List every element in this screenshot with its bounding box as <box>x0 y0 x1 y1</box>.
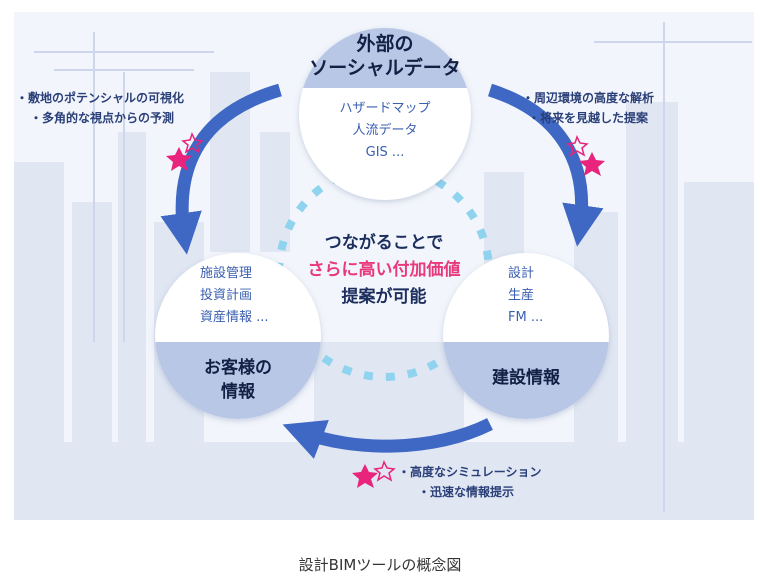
note-line: ・敷地のポテンシャルの可視化 <box>16 91 185 105</box>
construction-info-item: 設計 <box>508 266 535 281</box>
customer-info-item: 資産情報 ... <box>200 310 269 325</box>
construction-info-item: 生産 <box>508 288 535 303</box>
center-message: つながることで さらに高い付加価値 提案が可能 <box>284 230 484 311</box>
sparkle-star-icon-bottom <box>352 460 396 488</box>
customer-info-title-line2: 情報 <box>221 382 255 402</box>
construction-info-title: 建設情報 <box>454 366 598 390</box>
note-line: ・迅速な情報提示 <box>418 485 515 499</box>
note-bottom: ・高度なシミュレーション ・迅速な情報提示 <box>398 462 638 502</box>
arrow-top-to-right <box>487 83 604 247</box>
note-line: ・周辺環境の高度な解析 <box>522 91 655 105</box>
social-data-items: ハザードマップ 人流データ GIS ... <box>299 98 471 164</box>
customer-info-item: 投資計画 <box>200 288 253 303</box>
social-data-item: ハザードマップ <box>339 101 431 116</box>
customer-info-items: 施設管理 投資計画 資産情報 ... <box>200 263 320 329</box>
center-message-line1: つながることで <box>324 233 444 253</box>
customer-info-title: お客様の 情報 <box>164 356 312 404</box>
figure-caption: 設計BIMツールの概念図 <box>298 556 462 574</box>
note-top-left: ・敷地のポテンシャルの可視化 ・多角的な視点からの予測 <box>16 88 266 128</box>
social-data-title-line2: ソーシャルデータ <box>309 57 461 79</box>
diagram-panel: 外部の ソーシャルデータ ハザードマップ 人流データ GIS ... 施設管理 … <box>14 12 754 520</box>
note-line: ・多角的な視点からの予測 <box>30 111 175 125</box>
social-data-title: 外部の ソーシャルデータ <box>299 32 471 80</box>
note-line: ・高度なシミュレーション <box>398 465 542 479</box>
sparkle-star-icon-left <box>166 132 204 171</box>
arrow-right-to-left <box>282 418 493 459</box>
center-message-line3: 提案が可能 <box>341 287 427 307</box>
note-line: ・将来を見越した提案 <box>528 111 649 125</box>
construction-info-items: 設計 生産 FM ... <box>508 263 608 329</box>
sparkle-star-icon-right <box>566 135 605 176</box>
social-data-title-line1: 外部の <box>356 33 414 55</box>
note-top-right: ・周辺環境の高度な解析 ・将来を見越した提案 <box>522 88 752 128</box>
social-data-item: 人流データ <box>352 123 418 138</box>
diagram-graphics <box>14 22 754 520</box>
center-message-line2: さらに高い付加価値 <box>307 260 461 280</box>
crane-lines <box>34 22 752 512</box>
social-data-item: GIS ... <box>365 145 405 160</box>
construction-info-item: FM ... <box>508 310 544 325</box>
customer-info-item: 施設管理 <box>200 266 253 281</box>
construction-info-title-text: 建設情報 <box>492 368 560 388</box>
customer-info-title-line1: お客様の <box>204 358 272 378</box>
